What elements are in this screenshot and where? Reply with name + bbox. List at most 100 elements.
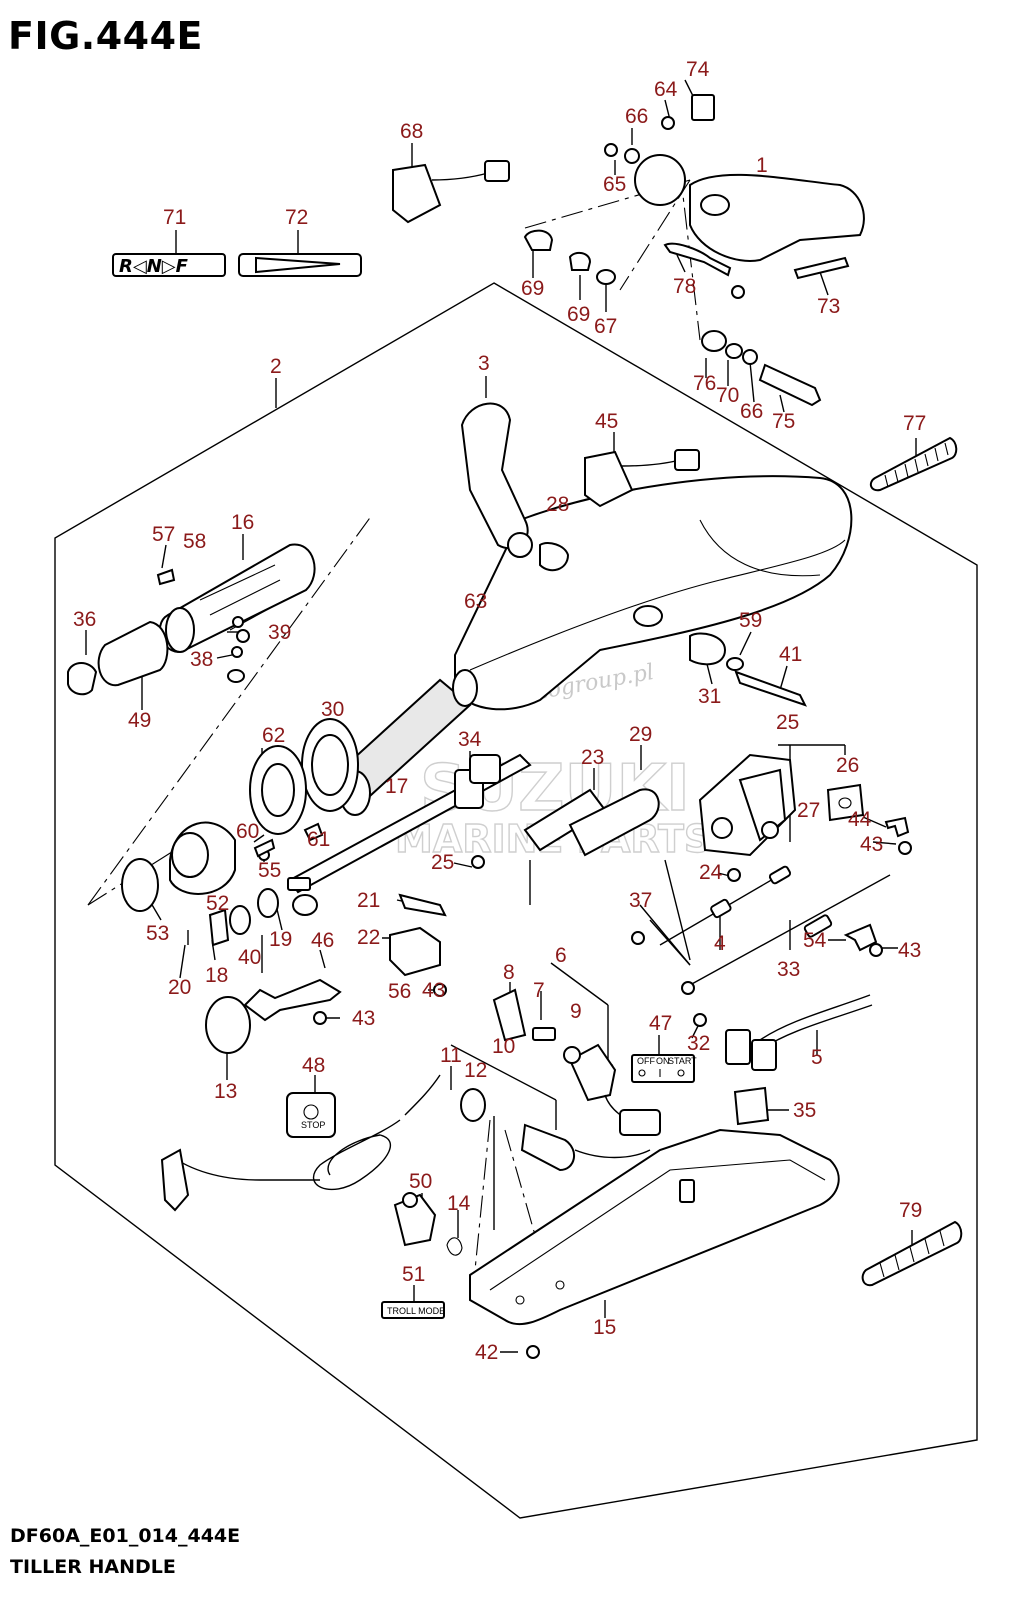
callout-36: 36 (73, 608, 96, 631)
callout-47: 47 (649, 1012, 672, 1035)
callout-19: 19 (269, 928, 292, 951)
callout-4: 4 (714, 932, 726, 955)
callout-20: 20 (168, 976, 191, 999)
troll-switch: TROLL MODE (381, 1192, 445, 1319)
callout-29: 29 (629, 723, 652, 746)
callout-71: 71 (163, 206, 186, 229)
callout-34: 34 (458, 728, 482, 751)
callout-53: 53 (146, 922, 169, 945)
callout-72: 72 (285, 206, 308, 229)
wiring-harness (725, 994, 873, 1071)
callout-7: 7 (533, 979, 545, 1002)
callout-76: 76 (693, 372, 716, 395)
callout-37: 37 (629, 889, 652, 912)
callout-23: 23 (581, 746, 604, 769)
callout-77: 77 (903, 412, 926, 435)
key-switch (492, 988, 661, 1136)
callout-6: 6 (555, 944, 567, 967)
grip-cap (67, 620, 169, 696)
callout-69a: 69 (521, 277, 544, 300)
callout-1: 1 (756, 154, 768, 177)
callout-52: 52 (206, 892, 229, 915)
callout-65: 65 (603, 173, 626, 196)
callout-22: 22 (357, 926, 380, 949)
figure-code: DF60A_E01_014_444E (10, 1525, 241, 1547)
callout-42: 42 (475, 1341, 498, 1364)
callout-78: 78 (673, 275, 696, 298)
callout-64: 64 (654, 78, 678, 101)
stop-switch-cap: STOP (286, 1092, 336, 1138)
callout-61: 61 (307, 828, 330, 851)
callout-51: 51 (402, 1263, 425, 1286)
callout-74: 74 (686, 58, 710, 81)
callout-43d: 43 (352, 1007, 375, 1030)
callout-63: 63 (464, 590, 487, 613)
tiller-bracket (523, 94, 865, 407)
callout-26: 26 (836, 754, 859, 777)
lower-cover (469, 1128, 840, 1326)
callout-70: 70 (716, 384, 739, 407)
callout-73: 73 (817, 295, 840, 318)
callout-43b: 43 (898, 939, 921, 962)
callout-3: 3 (478, 352, 490, 375)
callout-17: 17 (385, 775, 408, 798)
control-cables (659, 865, 891, 995)
seal-14 (446, 1237, 463, 1256)
spring-covers (861, 436, 963, 1287)
throttle-rings (121, 718, 359, 912)
control-unit (698, 753, 797, 857)
callout-numbers: 1 2 3 4 5 6 7 8 9 10 11 12 13 14 15 16 1… (73, 58, 926, 1364)
callout-35: 35 (793, 1099, 816, 1122)
callout-68: 68 (400, 120, 423, 143)
callout-24: 24 (699, 861, 723, 884)
callout-40: 40 (238, 946, 261, 969)
callout-62: 62 (262, 724, 285, 747)
callout-67: 67 (594, 315, 617, 338)
callout-75: 75 (772, 410, 795, 433)
stop-text: STOP (301, 1120, 325, 1130)
callout-31: 31 (698, 685, 721, 708)
callout-41: 41 (779, 643, 802, 666)
stop-lanyard (160, 1074, 486, 1212)
callout-33: 33 (777, 958, 800, 981)
callout-38: 38 (190, 648, 213, 671)
callout-11: 11 (440, 1044, 462, 1067)
callout-25a: 25 (776, 711, 799, 734)
callout-43a: 43 (860, 833, 883, 856)
shift-decal: R◁N▷F (112, 253, 226, 277)
callout-27: 27 (797, 799, 820, 822)
throttle-shaft (288, 753, 532, 894)
troll-text: TROLL MODE (387, 1306, 445, 1316)
connector-45 (584, 449, 700, 508)
switch-decal: OFF ON START (631, 1054, 697, 1083)
callout-2: 2 (270, 355, 282, 378)
callout-13: 13 (214, 1080, 237, 1103)
small-bracket-44 (884, 816, 910, 838)
callout-55: 55 (258, 859, 281, 882)
throttle-decal (238, 253, 362, 277)
shift-lever (460, 402, 533, 558)
callout-5: 5 (811, 1046, 823, 1069)
callout-48: 48 (302, 1054, 325, 1077)
callout-58: 58 (183, 530, 206, 553)
callout-56: 56 (388, 980, 411, 1003)
callout-49: 49 (128, 709, 151, 732)
callout-12: 12 (464, 1059, 487, 1082)
callout-21: 21 (357, 889, 380, 912)
shift-decal-text: R◁N▷F (119, 256, 189, 277)
callout-50: 50 (409, 1170, 432, 1193)
callout-57: 57 (152, 523, 175, 546)
callout-16: 16 (231, 511, 254, 534)
small-hardware (156, 542, 912, 1359)
assembly-boundary (54, 282, 978, 1519)
callout-69b: 69 (567, 303, 590, 326)
callout-8: 8 (503, 961, 515, 984)
callout-15: 15 (593, 1316, 616, 1339)
callout-79: 79 (899, 1199, 922, 1222)
callout-59: 59 (739, 609, 762, 632)
callout-60: 60 (236, 820, 259, 843)
callout-18: 18 (205, 964, 228, 987)
throttle-grip (158, 543, 316, 653)
callout-66b: 66 (740, 400, 763, 423)
